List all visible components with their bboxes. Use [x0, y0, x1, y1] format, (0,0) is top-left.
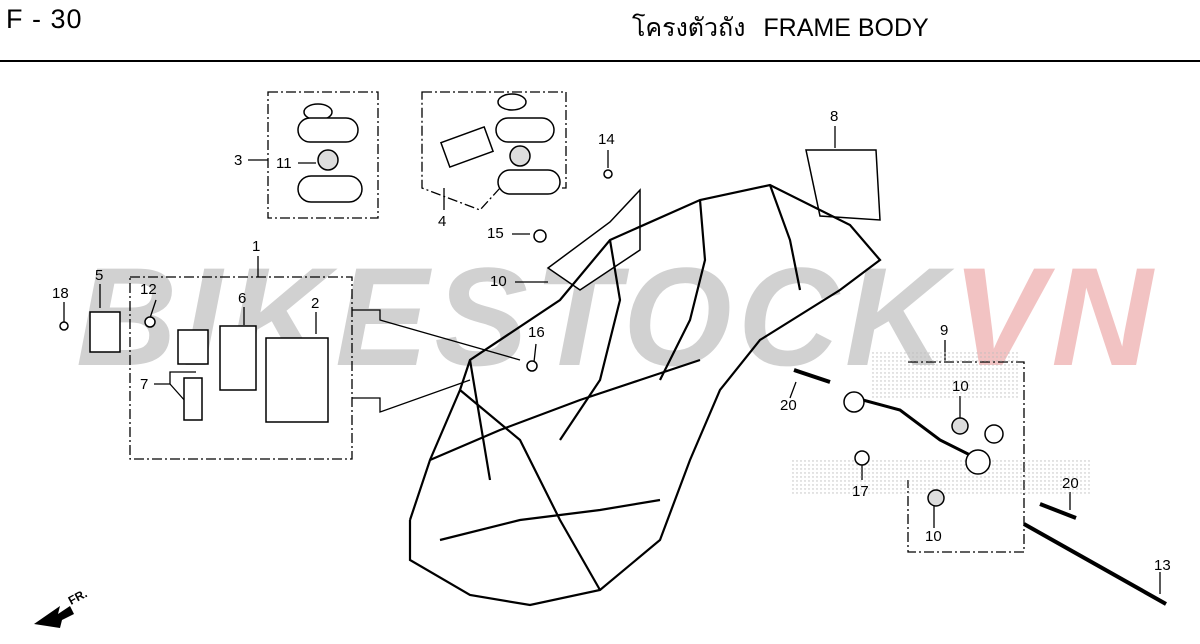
- callout-2: 2: [311, 295, 320, 312]
- callout-9: 9: [940, 322, 949, 339]
- callout-8: 8: [830, 108, 839, 125]
- remote-key-4: [439, 93, 561, 195]
- frame-body: [408, 183, 882, 607]
- page-code: F - 30: [6, 4, 83, 34]
- callout-4: 4: [438, 213, 447, 230]
- bolt-20: [1039, 502, 1077, 520]
- shaft-14: [1023, 522, 1167, 606]
- screw-13: [144, 316, 156, 328]
- remote-key-3: [297, 103, 363, 203]
- seal-5: [89, 311, 121, 353]
- bolt-16: [533, 229, 547, 243]
- arm-bushing: [843, 391, 865, 413]
- bracket-11: [546, 188, 641, 291]
- bushing-10: [927, 489, 945, 507]
- callout-11: 10: [490, 273, 507, 290]
- callout-5: 5: [95, 267, 104, 284]
- callout-10-upper: 10: [952, 378, 969, 395]
- callout-20-upper: 20: [780, 397, 797, 414]
- callout-6: 6: [238, 290, 247, 307]
- hatch-area: [790, 460, 1090, 496]
- callout-12: 11: [276, 155, 292, 172]
- callout-15: 14: [598, 131, 615, 148]
- callout-20-lower: 20: [1062, 475, 1079, 492]
- group-box-key-3: [267, 91, 379, 219]
- arm-bushing: [984, 424, 1004, 444]
- hatch-area: [870, 352, 1020, 398]
- ignition-switch-2: [265, 337, 329, 423]
- callout-17: 16: [528, 324, 545, 341]
- title-english: FRAME BODY: [763, 14, 929, 42]
- callout-13: 12: [140, 281, 157, 298]
- arm-bushing: [965, 449, 991, 475]
- lock-part-7: [183, 377, 203, 421]
- group-box-lock-1: [129, 276, 353, 460]
- page-title: โครงตัวถัง FRAME BODY: [632, 8, 929, 48]
- callout-16: 15: [487, 225, 504, 242]
- callout-19: 18: [52, 285, 69, 302]
- bolt-15: [603, 169, 613, 179]
- callout-7: 7: [140, 376, 149, 393]
- screw-19: [59, 321, 69, 331]
- header-rule: [0, 60, 1200, 62]
- bushing-10: [951, 417, 969, 435]
- bolt-20: [793, 368, 831, 384]
- screw-17: [526, 360, 538, 372]
- callout-3: 3: [234, 152, 243, 169]
- arm-link-9: [847, 394, 985, 464]
- callout-14: 13: [1154, 557, 1171, 574]
- lock-part-6: [219, 325, 257, 391]
- callout-18: 17: [852, 483, 869, 500]
- carrier-8: [805, 149, 881, 221]
- callout-1: 1: [252, 238, 261, 255]
- lock-part: [177, 329, 209, 365]
- callout-10-lower: 10: [925, 528, 942, 545]
- title-thai: โครงตัวถัง: [632, 13, 746, 42]
- nut-18: [854, 450, 870, 466]
- front-direction-arrow: [34, 606, 74, 628]
